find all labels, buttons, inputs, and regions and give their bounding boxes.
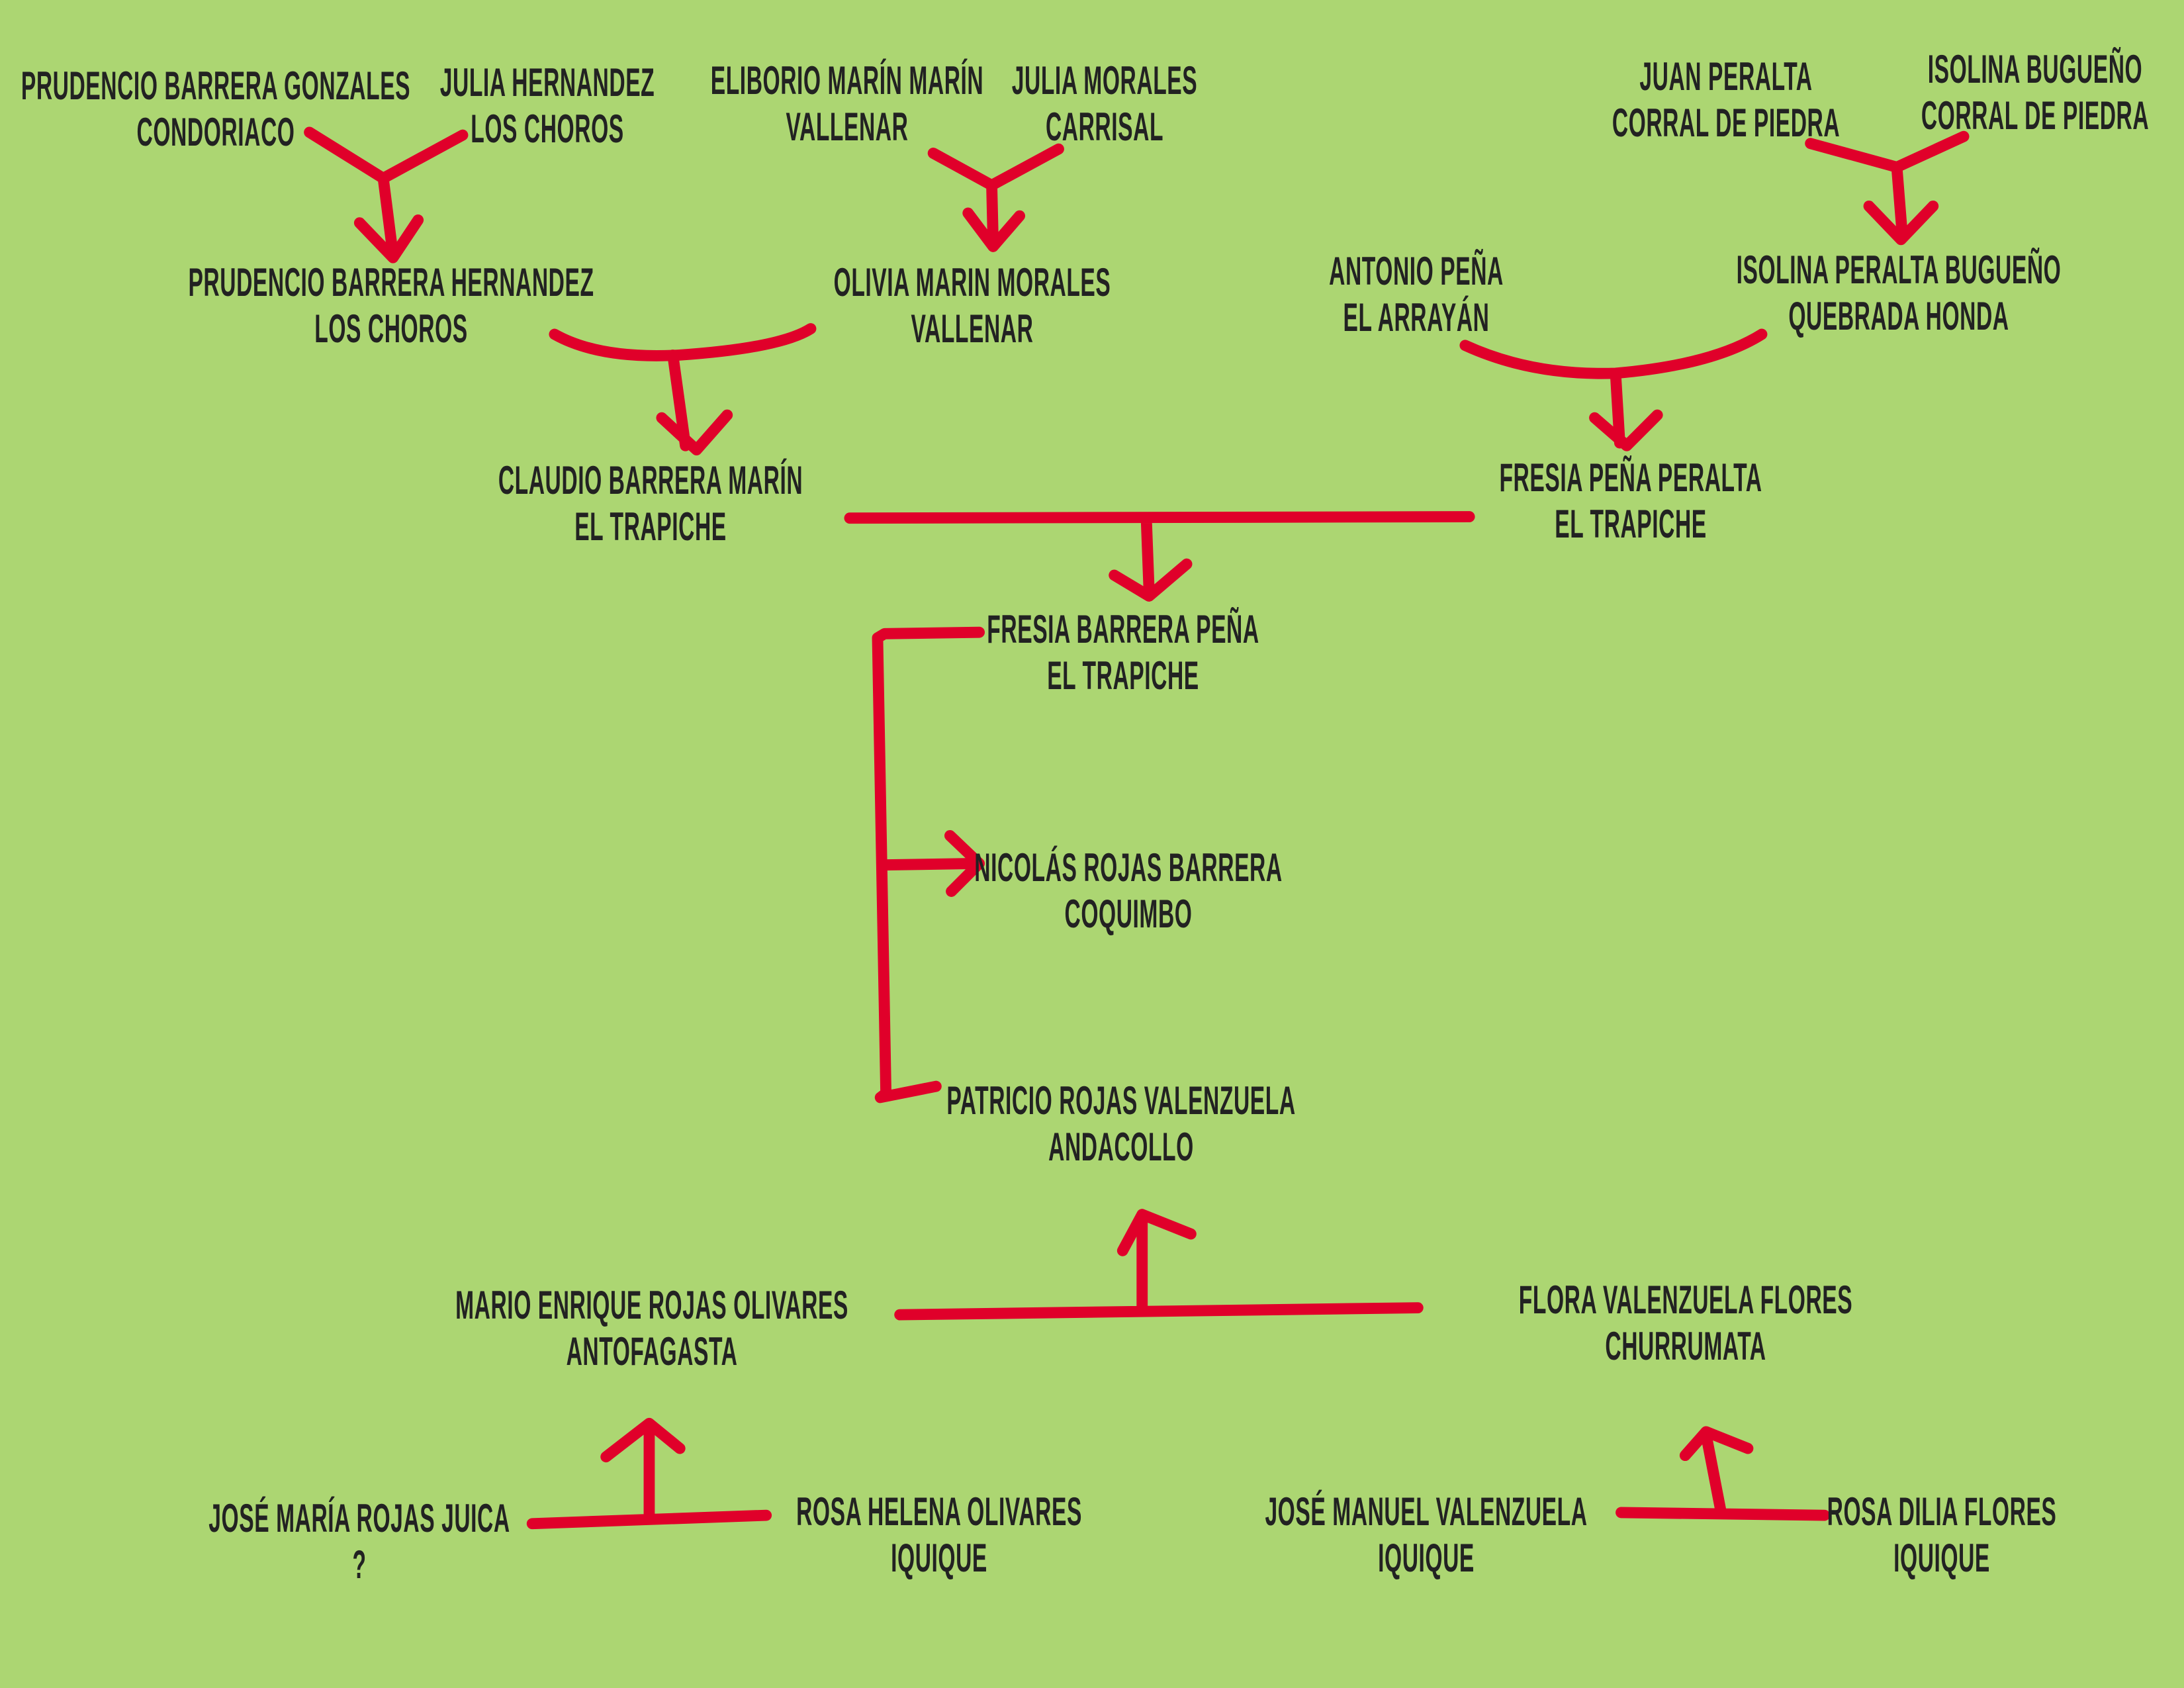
person-place: IQUIQUE bbox=[891, 1536, 987, 1580]
person-name: PRUDENCIO BARRERA GONZALES bbox=[21, 64, 411, 108]
person-name: JUAN PERALTA bbox=[1639, 54, 1813, 99]
person-name: ROSA HELENA OLIVARES bbox=[796, 1489, 1082, 1534]
union-connector-rojas-valenzuela bbox=[894, 1209, 1424, 1321]
person-name: ISOLINA BUGUEÑO bbox=[1927, 47, 2143, 91]
union-connector-barrera-hernandez bbox=[304, 126, 469, 263]
person-place: EL TRAPICHE bbox=[574, 504, 727, 549]
person-name: OLIVIA MARIN MORALES bbox=[833, 260, 1111, 305]
person-name: ROSA DILIA FLORES bbox=[1827, 1489, 2057, 1534]
union-connector-pena-peralta bbox=[1459, 328, 1768, 451]
person-name: FRESIA PEÑA PERALTA bbox=[1499, 455, 1762, 500]
person-place: CORRAL DE PIEDRA bbox=[1921, 93, 2150, 138]
person-place: CHURRUMATA bbox=[1605, 1324, 1766, 1368]
person-name: MARIO ENRIQUE ROJAS OLIVARES bbox=[455, 1283, 848, 1327]
person-place: EL TRAPICHE bbox=[1555, 502, 1707, 546]
person-name: NICOLÁS ROJAS BARRERA bbox=[974, 845, 1283, 890]
person-place: QUEBRADA HONDA bbox=[1788, 294, 2009, 338]
person-place: CARRISAL bbox=[1045, 105, 1164, 149]
person-place: ANTOFAGASTA bbox=[566, 1329, 738, 1374]
union-connector-peralta-bugueno bbox=[1805, 130, 1970, 246]
person-name: CLAUDIO BARRERA MARÍN bbox=[498, 458, 803, 502]
person-jose-maria-rojas-juica: JOSÉ MARÍA ROJAS JUICA? bbox=[208, 1495, 510, 1588]
union-connector-valenzuela-flores bbox=[1615, 1426, 1831, 1521]
person-name: FRESIA BARRERA PEÑA bbox=[987, 607, 1259, 651]
person-place: COQUIMBO bbox=[1064, 892, 1193, 936]
sibling-bracket bbox=[872, 626, 985, 1103]
person-place: EL ARRAYÁN bbox=[1343, 295, 1490, 340]
person-place: IQUIQUE bbox=[1893, 1536, 1990, 1580]
union-connector-rojas-olivares bbox=[526, 1417, 772, 1530]
person-name: ANTONIO PEÑA bbox=[1329, 249, 1504, 293]
person-place: ? bbox=[352, 1542, 367, 1587]
union-connector-barrera-marin bbox=[549, 323, 817, 455]
person-place: CORRAL DE PIEDRA bbox=[1612, 101, 1841, 145]
person-place: CONDORIACO bbox=[136, 110, 295, 154]
person-name: JOSÉ MANUEL VALENZUELA bbox=[1265, 1489, 1588, 1534]
person-place: VALLENAR bbox=[911, 306, 1034, 351]
union-connector-barrera-pena bbox=[844, 511, 1475, 602]
person-place: ANDACOLLO bbox=[1048, 1125, 1194, 1169]
person-name: PATRICIO ROJAS VALENZUELA bbox=[946, 1078, 1296, 1123]
person-name: ELIBORIO MARÍN MARÍN bbox=[710, 58, 984, 103]
person-place: VALLENAR bbox=[786, 105, 909, 149]
person-name: JOSÉ MARÍA ROJAS JUICA bbox=[208, 1496, 510, 1540]
person-place: LOS CHOROS bbox=[471, 107, 624, 151]
person-place: LOS CHOROS bbox=[314, 306, 468, 351]
union-connector-marin-morales bbox=[927, 143, 1064, 252]
person-name: JULIA MORALES bbox=[1011, 58, 1198, 103]
person-place: IQUIQUE bbox=[1378, 1536, 1475, 1580]
person-name: JULIA HERNANDEZ bbox=[439, 60, 655, 105]
person-name: FLORA VALENZUELA FLORES bbox=[1518, 1278, 1853, 1322]
person-place: EL TRAPICHE bbox=[1047, 653, 1199, 698]
person-name: ISOLINA PERALTA BUGUEÑO bbox=[1736, 248, 2062, 292]
person-name: PRUDENCIO BARRERA HERNANDEZ bbox=[188, 260, 594, 305]
